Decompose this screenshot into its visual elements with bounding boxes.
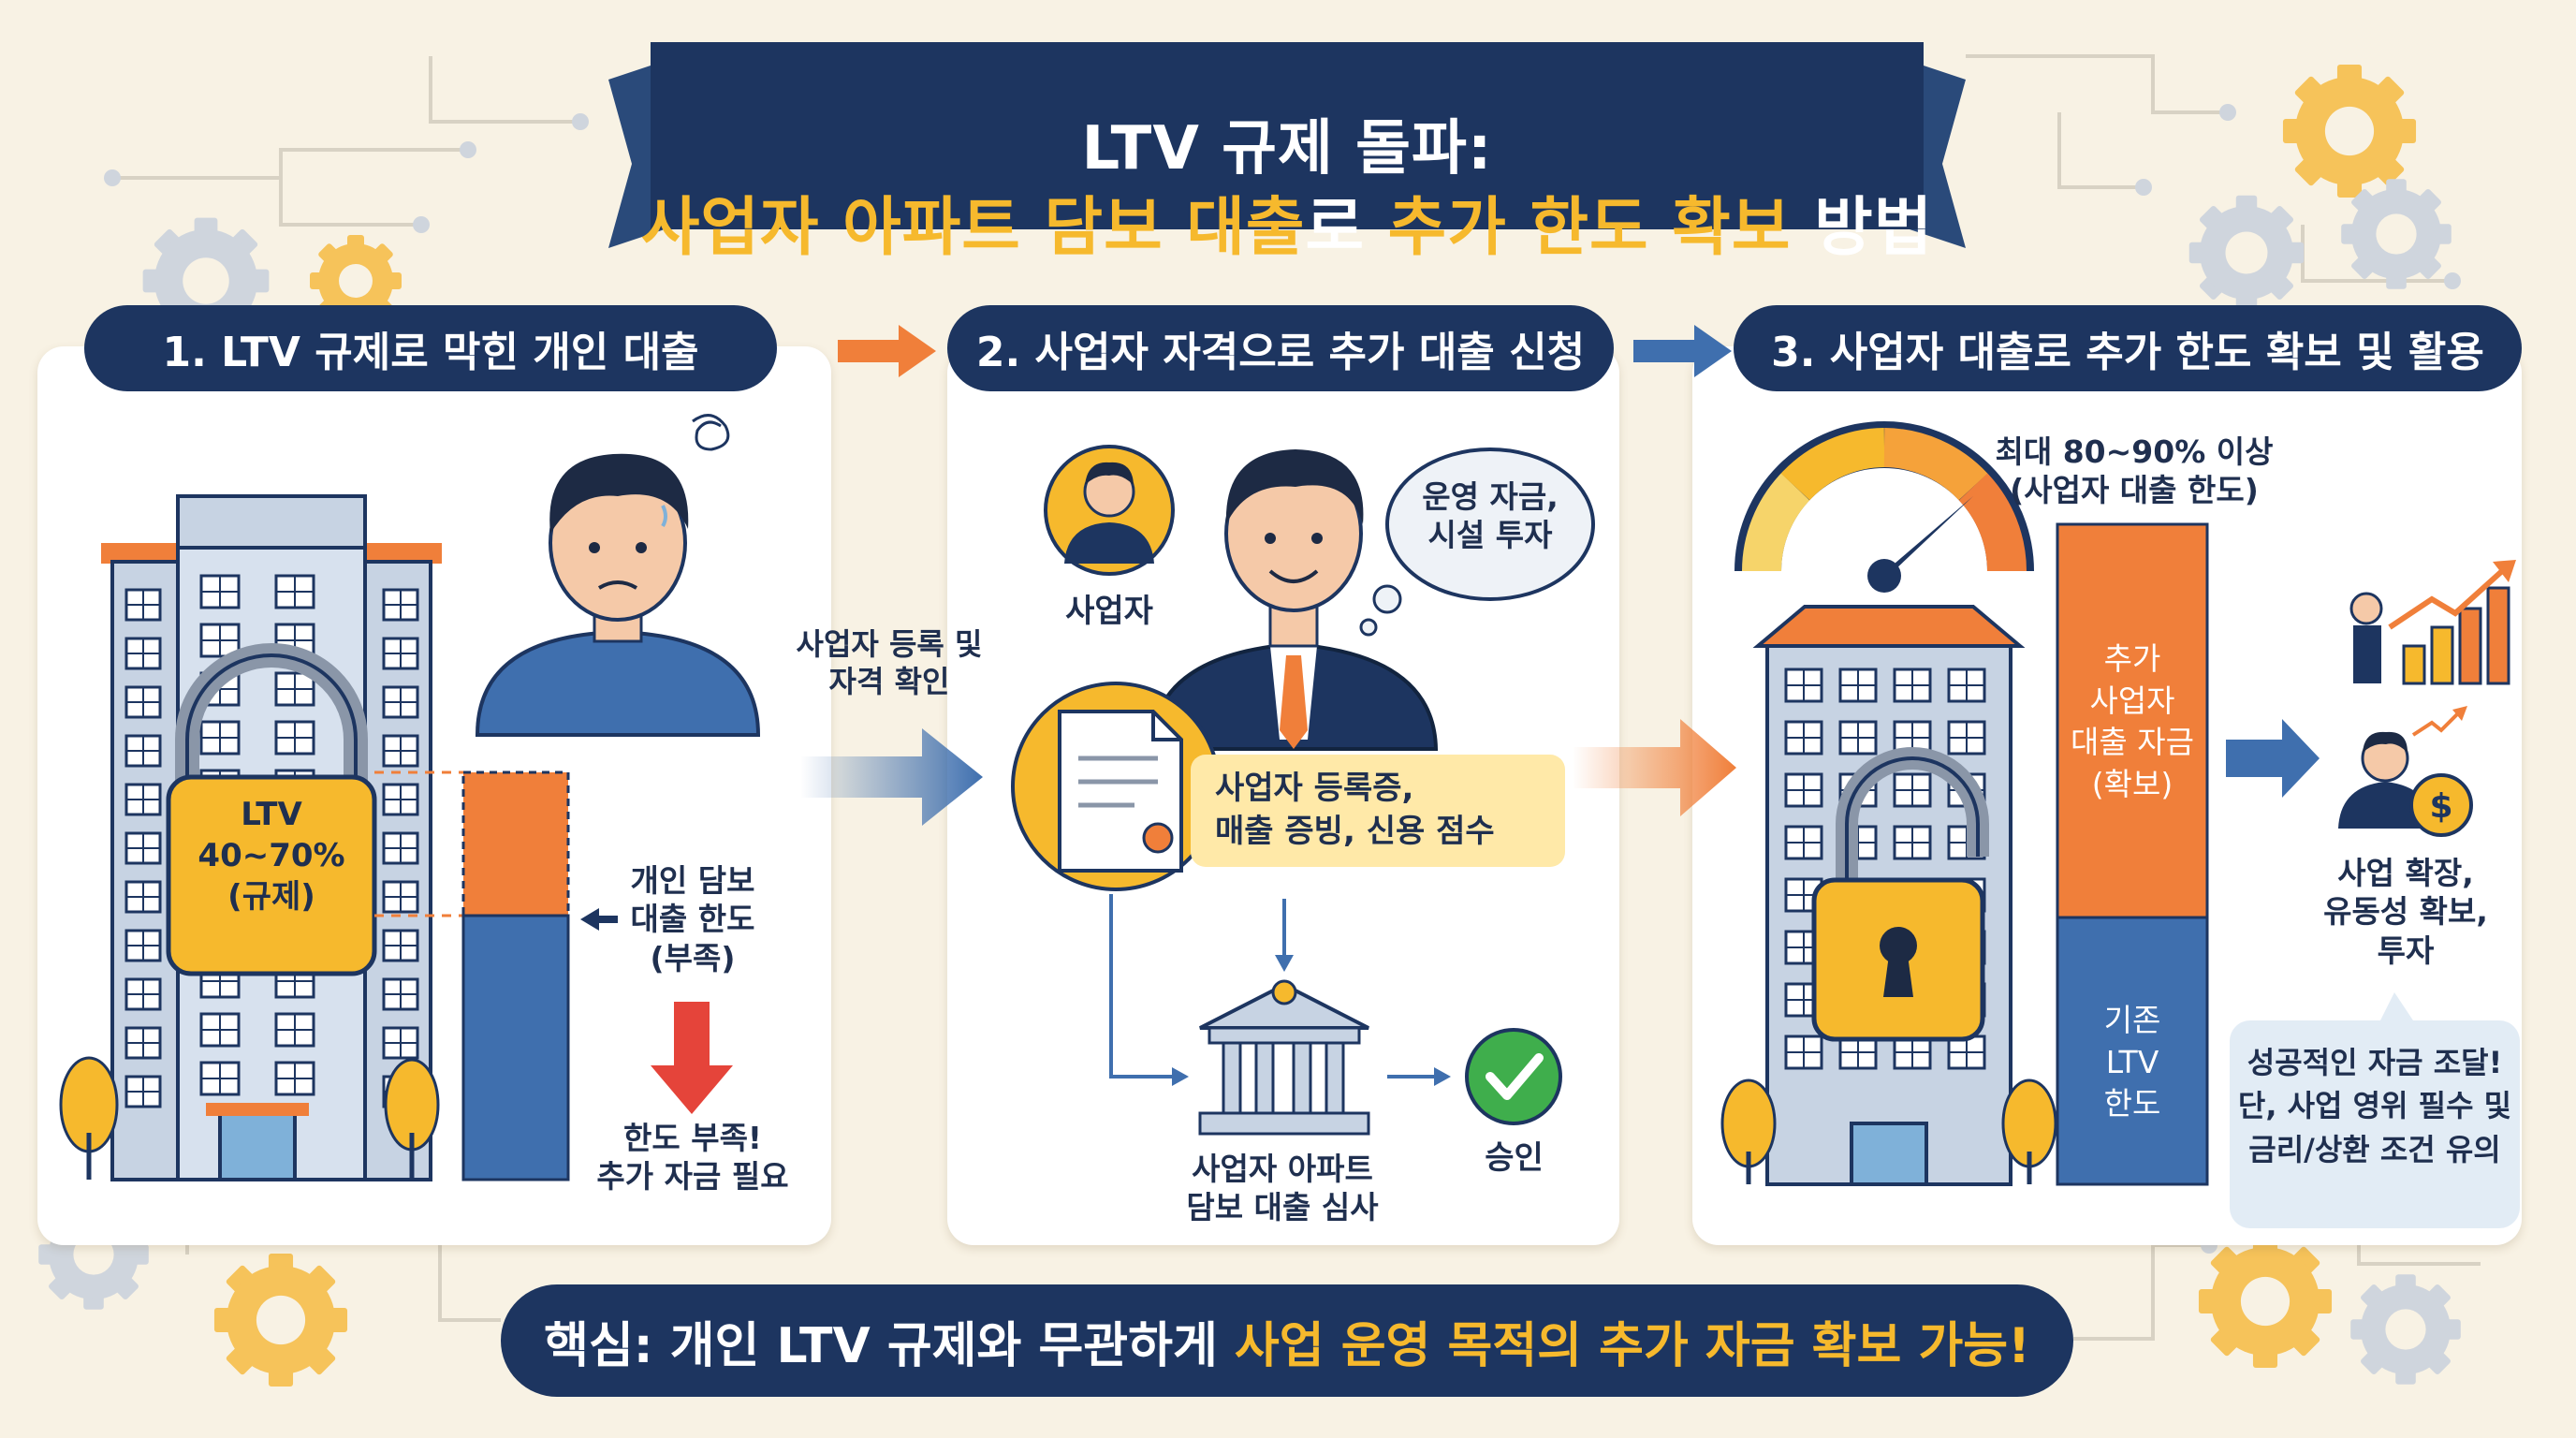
max-limit-line: (사업자 대출 한도) (2010, 472, 2259, 509)
callout-line: 금리/상환 조건 유의 (2248, 1131, 2501, 1167)
thought-bubble-icon (1359, 448, 1595, 637)
step2-illustration (1011, 445, 1595, 1136)
max-limit-line: 최대 80~90% 이상 (1995, 433, 2274, 470)
key-point-banner: 핵심: 개인 LTV 규제와 무관하게 사업 운영 목적의 추가 자금 확보 가… (501, 1284, 2073, 1397)
loan-review-line: 사업자 아파트 (1192, 1151, 1373, 1187)
callout-line: 단, 사업 영위 필수 및 (2237, 1088, 2512, 1124)
step3-illustration: $ (1720, 421, 2516, 1186)
ltv-lock-line: 40~70% (198, 837, 345, 875)
shortage-line: 추가 자금 필요 (596, 1158, 789, 1196)
shortage-label: 한도 부족! 추가 자금 필요 (562, 1119, 824, 1196)
gear-icon (2198, 1234, 2333, 1369)
step1-header: 1. LTV 규제로 막힌 개인 대출 (84, 305, 777, 391)
svg-text:$: $ (2429, 787, 2452, 826)
extra-funds-line: 추가 (2103, 640, 2161, 677)
key-point-highlight: 사업 운영 목적의 추가 자금 확보 가능! (1234, 1317, 2030, 1374)
title-line-1: LTV 규제 돌파: (1081, 114, 1493, 183)
usage-label: 사업 확장, 유동성 확보, 투자 (2293, 854, 2518, 970)
required-documents-box: 사업자 등록증, 매출 증빙, 신용 점수 (1191, 755, 1565, 867)
callout-line: 성공적인 자금 조달! (2247, 1045, 2503, 1080)
growth-chart-icon (2349, 560, 2516, 685)
ltv-lock-line: (규제) (227, 878, 315, 917)
person-icon (475, 414, 761, 737)
usage-line: 유동성 확보, (2323, 893, 2488, 931)
shortage-arrow-icon (651, 1002, 733, 1114)
shortage-line: 한도 부족! (623, 1120, 762, 1156)
thought-line: 운영 자금, (1422, 478, 1559, 515)
check-icon (1465, 1028, 1562, 1125)
transition1-arrow-icon (800, 728, 983, 826)
max-limit-label: 최대 80~90% 이상 (사업자 대출 한도) (1975, 433, 2293, 510)
transition1-label: 사업자 등록 및 자격 확인 (768, 625, 1011, 700)
success-callout: 성공적인 자금 조달! 단, 사업 영위 필수 및 금리/상환 조건 유의 (2230, 1020, 2520, 1228)
title-suffix: 방법 (1791, 191, 1934, 265)
transition1-line: 자격 확인 (828, 664, 950, 699)
usage-line: 사업 확장, (2337, 855, 2474, 891)
personal-limit-label: 개인 담보 대출 한도 (부족) (599, 861, 786, 977)
gauge-icon (1734, 421, 2034, 593)
title-highlight-1: 사업자 아파트 담보 대출 (640, 191, 1306, 265)
gear-icon (2188, 195, 2305, 311)
ltv-lock-label: LTV 40~70% (규제) (168, 794, 374, 918)
padlock-icon (1811, 747, 1989, 1042)
gear-icon (2282, 64, 2417, 198)
base-ltv-line: 기존 (2103, 1002, 2161, 1038)
base-ltv-line: LTV (2105, 1043, 2159, 1080)
personal-limit-line: (부족) (650, 939, 736, 976)
thought-line: 시설 투자 (1427, 517, 1553, 554)
transition2-arrow-icon (1573, 719, 1736, 816)
step1-illustration (59, 414, 761, 1181)
person-icon (1149, 449, 1439, 751)
step3-header: 3. 사업자 대출로 추가 한도 확보 및 활용 (1734, 305, 2522, 391)
dollar-coin-icon: $ (2409, 706, 2473, 837)
personal-limit-line: 대출 한도 (630, 901, 755, 938)
person-icon (2338, 731, 2434, 829)
title-banner: LTV 규제 돌파: 사업자 아파트 담보 대출로 추가 한도 확보 방법 (608, 42, 1966, 265)
transition1-line: 사업자 등록 및 (796, 626, 983, 662)
header-arrow-icon (1633, 325, 1732, 377)
approval-label: 승인 (1485, 1139, 1544, 1177)
padlock-icon (166, 643, 377, 976)
personal-limit-line: 개인 담보 (630, 862, 755, 899)
extra-funds-line: (확보) (2091, 765, 2174, 802)
ltv-lock-line: LTV (241, 796, 302, 833)
thought-label: 운영 자금, 시설 투자 (1387, 477, 1593, 555)
header-arrow-icon (838, 325, 936, 377)
title-connector: 로 (1305, 191, 1388, 265)
gear-icon (2341, 179, 2452, 289)
base-ltv-line: 한도 (2103, 1085, 2161, 1123)
title-line-2: 사업자 아파트 담보 대출로 추가 한도 확보 방법 (608, 175, 1966, 268)
gear-icon (2350, 1274, 2461, 1385)
extra-funds-line: 대출 자금 (2071, 724, 2194, 761)
business-owner-label: 사업자 (1065, 593, 1153, 630)
title-highlight-2: 추가 한도 확보 (1387, 191, 1792, 265)
loan-review-line: 담보 대출 심사 (1186, 1189, 1379, 1226)
loan-review-label: 사업자 아파트 담보 대출 심사 (1161, 1150, 1404, 1227)
base-ltv-label: 기존 LTV 한도 (2057, 1000, 2207, 1125)
key-point-prefix: 핵심: 개인 LTV 규제와 무관하게 (544, 1317, 1235, 1374)
gear-icon (213, 1253, 348, 1387)
person-icon (1044, 445, 1175, 576)
document-icon (1058, 710, 1183, 873)
documents-line: 사업자 등록증, (1215, 770, 1414, 807)
bank-icon (1198, 979, 1370, 1136)
documents-line: 매출 증빙, 신용 점수 (1215, 812, 1495, 850)
extra-funds-label: 추가 사업자 대출 자금 (확보) (2057, 638, 2207, 805)
step2-header: 2. 사업자 자격으로 추가 대출 신청 (947, 305, 1614, 391)
extra-funds-line: 사업자 (2089, 682, 2175, 719)
usage-line: 투자 (2377, 932, 2435, 969)
